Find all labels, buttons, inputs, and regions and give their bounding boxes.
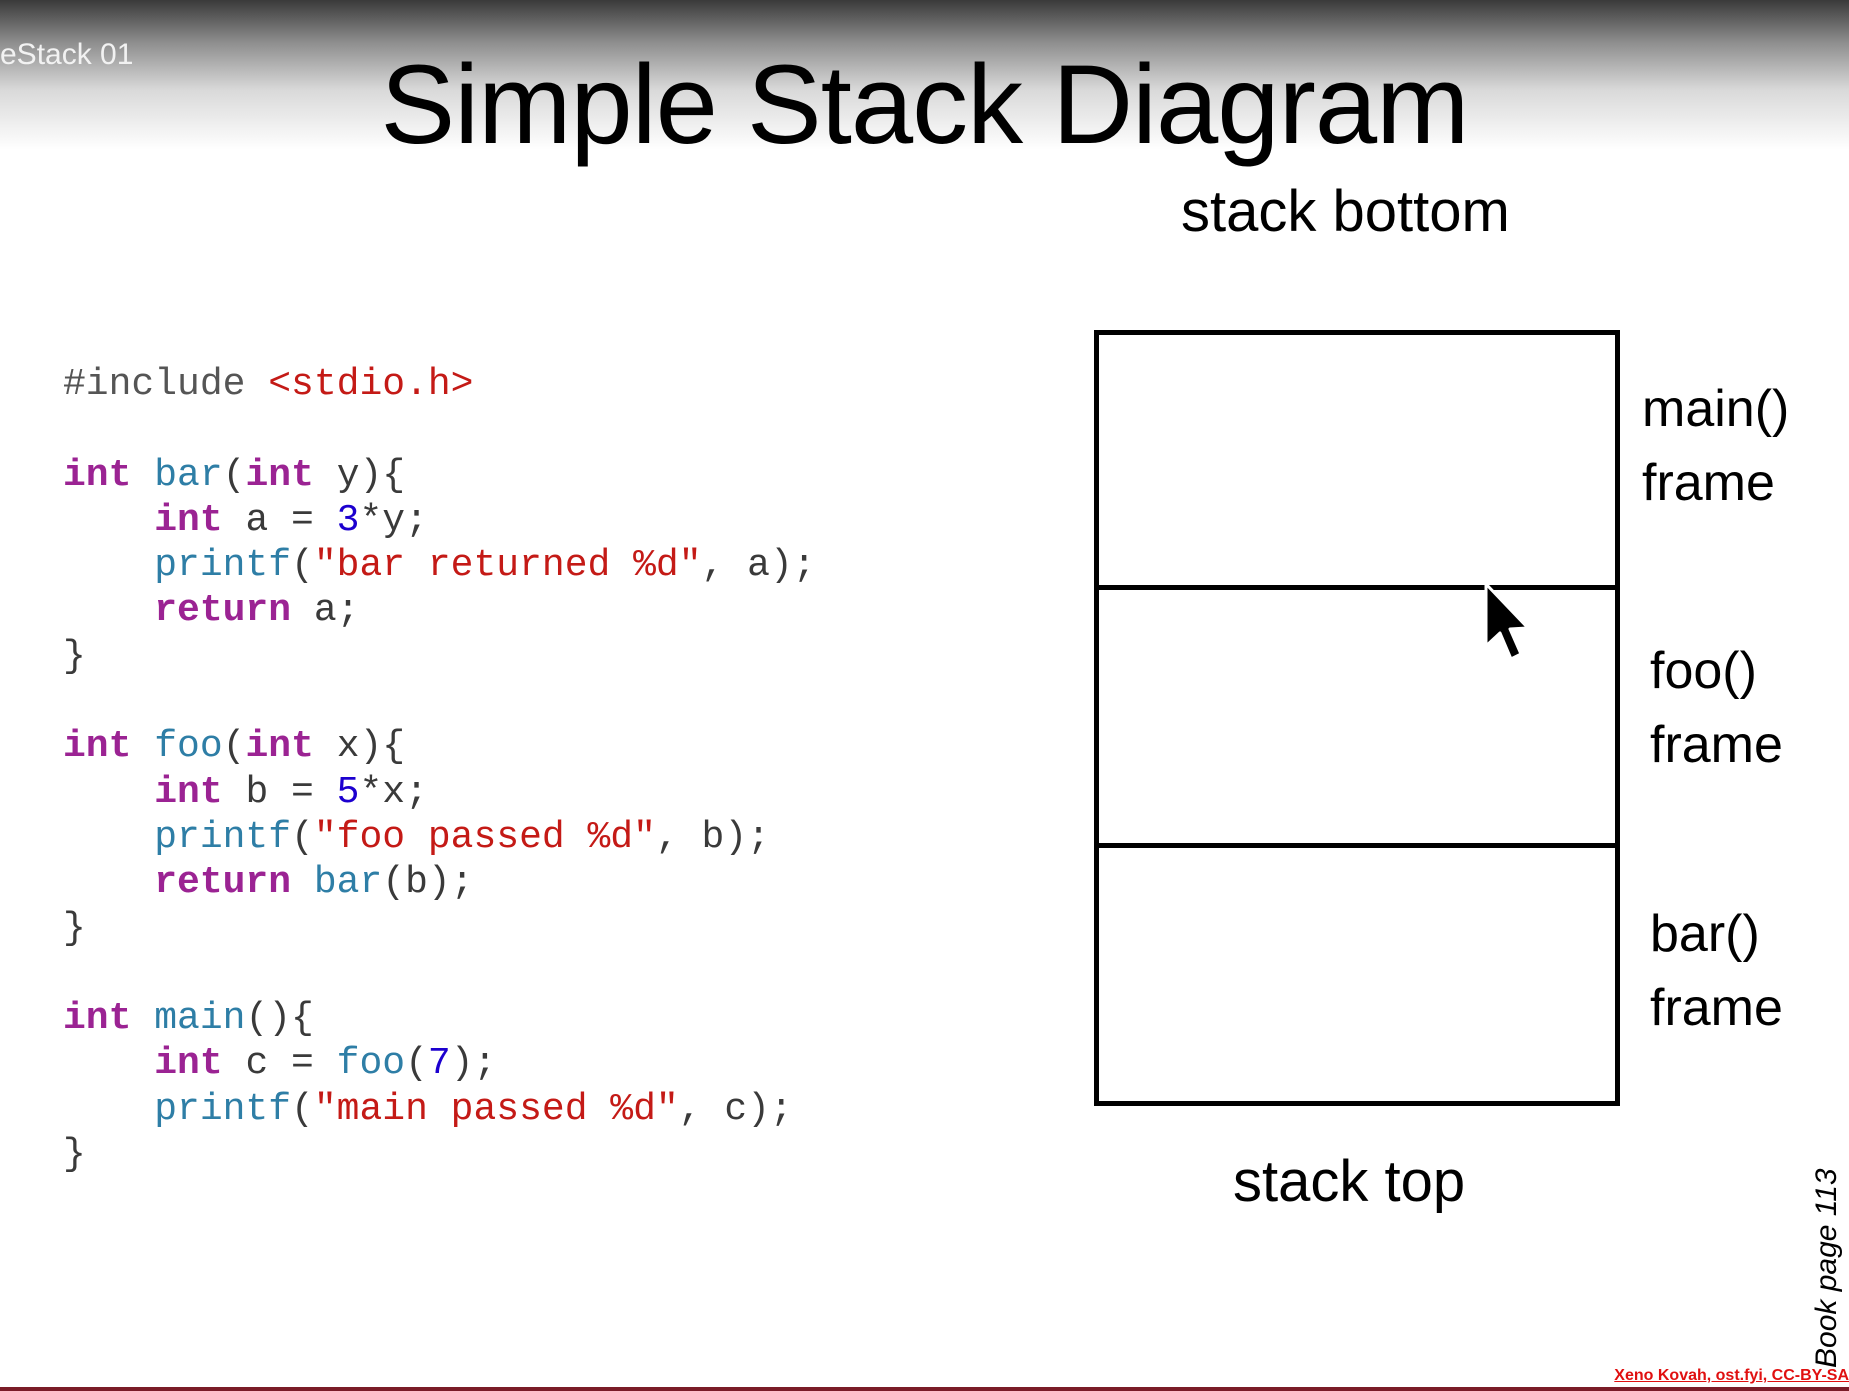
function-name-bar: bar bbox=[154, 453, 223, 497]
code-text: y){ bbox=[336, 453, 406, 497]
function-call-bar: bar bbox=[313, 861, 383, 905]
main-frame-label: main() frame bbox=[1642, 372, 1789, 520]
preprocessor-directive: #include bbox=[63, 363, 246, 406]
number-literal: 3 bbox=[336, 498, 360, 542]
keyword: int bbox=[154, 1042, 223, 1086]
code-text: } bbox=[63, 634, 86, 678]
code-text: *y; bbox=[359, 498, 428, 542]
code-text: b = bbox=[245, 770, 337, 814]
string-literal: "foo passed %d" bbox=[313, 815, 656, 859]
code-text: } bbox=[63, 1133, 86, 1177]
number-literal: 5 bbox=[336, 770, 360, 814]
frame-suffix: frame bbox=[1650, 979, 1783, 1037]
function-call-printf: printf bbox=[154, 544, 292, 588]
keyword: int bbox=[245, 725, 314, 769]
bottom-rule bbox=[0, 1387, 1849, 1391]
code-text: x){ bbox=[336, 725, 406, 769]
keyword: return bbox=[154, 589, 292, 633]
keyword: int bbox=[154, 498, 223, 542]
frame-divider bbox=[1094, 843, 1620, 848]
book-page-label: Book page 113 bbox=[1810, 1168, 1843, 1368]
function-call-printf: printf bbox=[154, 1087, 292, 1131]
code-text: (){ bbox=[245, 997, 314, 1041]
stack-box bbox=[1094, 330, 1620, 1106]
frame-suffix: frame bbox=[1642, 454, 1775, 512]
keyword: int bbox=[63, 997, 132, 1041]
frame-divider bbox=[1094, 585, 1620, 590]
keyword: int bbox=[154, 770, 223, 814]
code-listing: #include <stdio.h> int bar(int y){ int a… bbox=[63, 363, 816, 1177]
mouse-cursor-icon bbox=[1484, 582, 1530, 661]
function-name-foo: foo bbox=[154, 725, 223, 769]
code-text: , a); bbox=[701, 544, 816, 588]
function-call-foo: foo bbox=[336, 1042, 406, 1086]
keyword: int bbox=[245, 453, 314, 497]
frame-name: foo() bbox=[1650, 642, 1757, 700]
code-text: c = bbox=[245, 1042, 337, 1086]
bar-frame-label: bar() frame bbox=[1650, 897, 1783, 1045]
frame-suffix: frame bbox=[1650, 716, 1783, 774]
code-text: , b); bbox=[655, 815, 770, 859]
stack-bottom-label: stack bottom bbox=[1181, 179, 1510, 244]
code-text: *x; bbox=[359, 770, 428, 814]
video-title: eStack 01 bbox=[0, 38, 134, 71]
keyword: int bbox=[63, 453, 132, 497]
function-name-main: main bbox=[154, 997, 246, 1041]
stack-top-label: stack top bbox=[1233, 1149, 1466, 1214]
code-text: a; bbox=[313, 589, 360, 633]
code-text: a = bbox=[245, 498, 337, 542]
credit-link[interactable]: Xeno Kovah, ost.fyi, CC-BY-SA bbox=[1614, 1367, 1849, 1384]
string-literal: "main passed %d" bbox=[313, 1087, 679, 1131]
frame-name: main() bbox=[1642, 380, 1790, 438]
function-call-printf: printf bbox=[154, 815, 292, 859]
foo-frame-label: foo() frame bbox=[1650, 634, 1783, 782]
code-text: (b); bbox=[382, 861, 474, 905]
include-header: <stdio.h> bbox=[268, 363, 474, 406]
keyword: return bbox=[154, 861, 292, 905]
code-text: , c); bbox=[678, 1087, 793, 1131]
string-literal: "bar returned %d" bbox=[313, 544, 702, 588]
video-top-overlay bbox=[0, 0, 1849, 150]
number-literal: 7 bbox=[427, 1042, 451, 1086]
slide-title: Simple Stack Diagram bbox=[380, 42, 1470, 167]
keyword: int bbox=[63, 725, 132, 769]
frame-name: bar() bbox=[1650, 905, 1760, 963]
code-text: } bbox=[63, 906, 86, 950]
